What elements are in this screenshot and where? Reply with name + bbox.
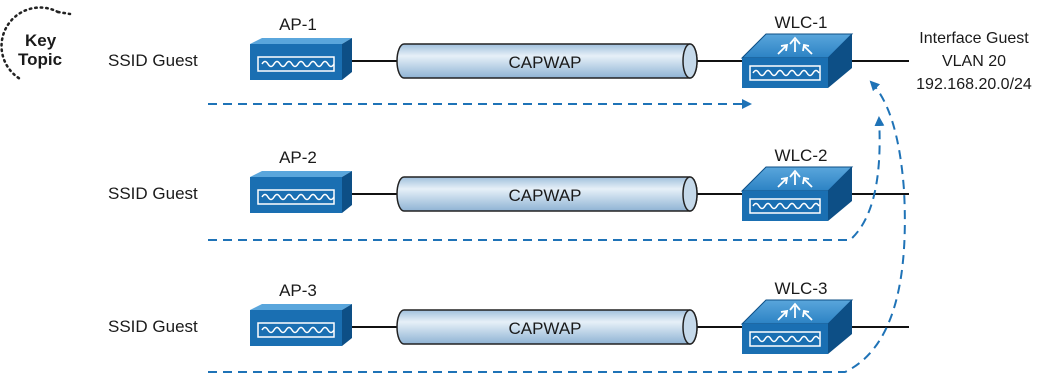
key-topic-badge: Key Topic bbox=[0, 6, 72, 82]
capwap-tunnel: CAPWAP bbox=[396, 309, 698, 345]
row-2: SSID Guest AP-2 WLC-2 CAPWAP bbox=[108, 146, 909, 221]
access-point-icon bbox=[250, 38, 352, 80]
ap-label: AP-1 bbox=[279, 15, 317, 34]
interface-label-line1: Interface Guest bbox=[919, 30, 1029, 47]
wlc-label: WLC-1 bbox=[775, 13, 828, 32]
capwap-tunnel: CAPWAP bbox=[396, 43, 698, 79]
interface-label: Interface Guest VLAN 20 192.168.20.0/24 bbox=[916, 30, 1032, 93]
row-1: SSID Guest AP-1 WLC-1 CAPWAP bbox=[108, 13, 909, 88]
key-topic-line2: Topic bbox=[18, 50, 62, 69]
flow-arrow-row2 bbox=[208, 116, 885, 241]
tunnel-label: CAPWAP bbox=[508, 186, 581, 205]
wlc-label: WLC-3 bbox=[775, 279, 828, 298]
key-topic-dotted-arc bbox=[0, 6, 60, 82]
wlc-label: WLC-2 bbox=[775, 146, 828, 165]
key-topic-line1: Key bbox=[25, 31, 57, 50]
flow-arrow-row3 bbox=[208, 80, 906, 373]
ssid-label: SSID Guest bbox=[108, 51, 198, 70]
interface-label-line2: VLAN 20 bbox=[942, 53, 1006, 70]
row-3: SSID Guest AP-3 WLC-3 CAPWAP bbox=[108, 279, 909, 354]
access-point-icon bbox=[250, 304, 352, 346]
access-point-icon bbox=[250, 171, 352, 213]
ssid-label: SSID Guest bbox=[108, 317, 198, 336]
interface-label-line3: 192.168.20.0/24 bbox=[916, 76, 1032, 93]
wlc-switch-icon bbox=[740, 166, 854, 221]
traffic-flow-arrows bbox=[208, 80, 906, 373]
ap-label: AP-2 bbox=[279, 148, 317, 167]
ap-label: AP-3 bbox=[279, 281, 317, 300]
wlc-switch-icon bbox=[740, 299, 854, 354]
tunnel-label: CAPWAP bbox=[508, 319, 581, 338]
capwap-tunnel: CAPWAP bbox=[396, 176, 698, 212]
tunnel-label: CAPWAP bbox=[508, 53, 581, 72]
ssid-label: SSID Guest bbox=[108, 184, 198, 203]
wlc-switch-icon bbox=[740, 33, 854, 88]
